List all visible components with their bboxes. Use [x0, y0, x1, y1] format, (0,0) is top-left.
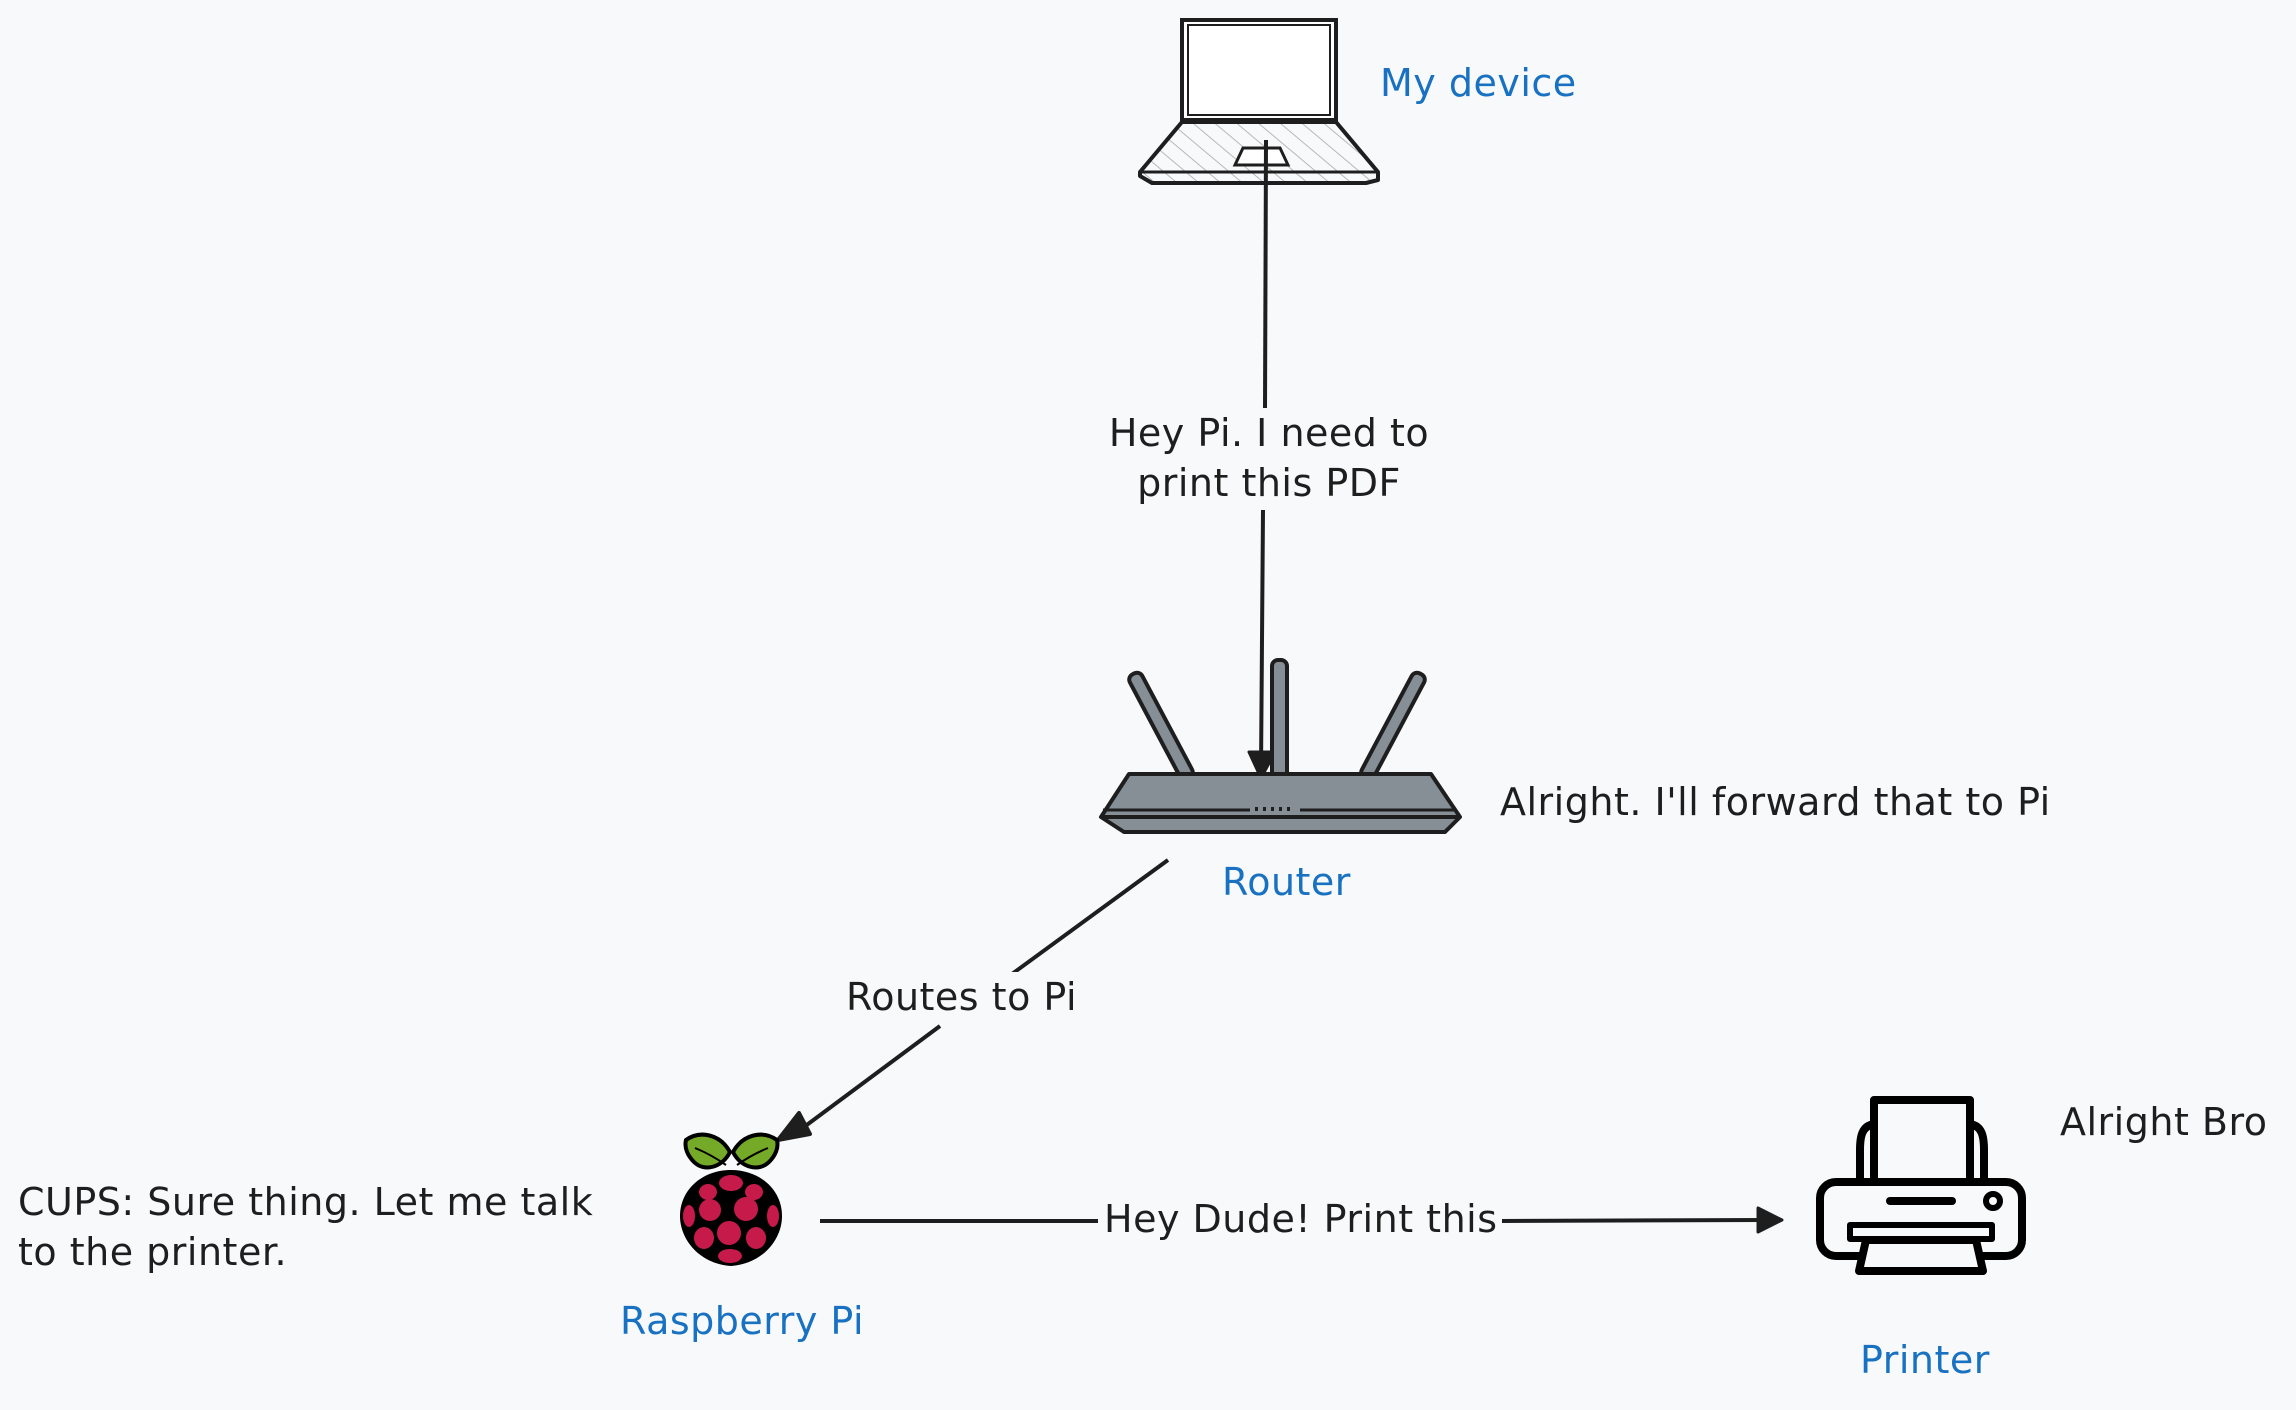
printer-label: Printer — [1860, 1338, 1990, 1382]
pi-label: Raspberry Pi — [620, 1299, 865, 1343]
laptop-icon[interactable] — [1138, 18, 1380, 185]
device-label: My device — [1380, 61, 1577, 105]
printer-note: Alright Bro — [2060, 1100, 2268, 1144]
printer-icon[interactable] — [1816, 1096, 2026, 1275]
arrow-router-to-pi — [776, 858, 1170, 1142]
router-icon[interactable] — [1099, 658, 1462, 834]
pi-note: CUPS: Sure thing. Let me talk to the pri… — [18, 1177, 593, 1277]
pi-note-line: CUPS: Sure thing. Let me talk — [18, 1180, 594, 1224]
pi-note-line: to the printer. — [18, 1230, 288, 1274]
arrow-device-to-router — [1247, 139, 1277, 780]
edge-label-line: Hey Pi. I need to — [1108, 411, 1430, 455]
edge-label-router-to-pi: Routes to Pi — [842, 972, 1082, 1022]
edge-label-pi-to-printer: Hey Dude! Print this — [1100, 1194, 1502, 1244]
raspberry-pi-icon[interactable] — [680, 1132, 782, 1266]
edge-label-device-to-router: Hey Pi. I need to print this PDF — [1095, 408, 1443, 508]
arrow-pi-to-printer — [820, 1206, 1784, 1234]
router-note: Alright. I'll forward that to Pi — [1500, 780, 2051, 824]
router-label: Router — [1222, 860, 1351, 904]
edge-label-line: print this PDF — [1137, 461, 1401, 505]
